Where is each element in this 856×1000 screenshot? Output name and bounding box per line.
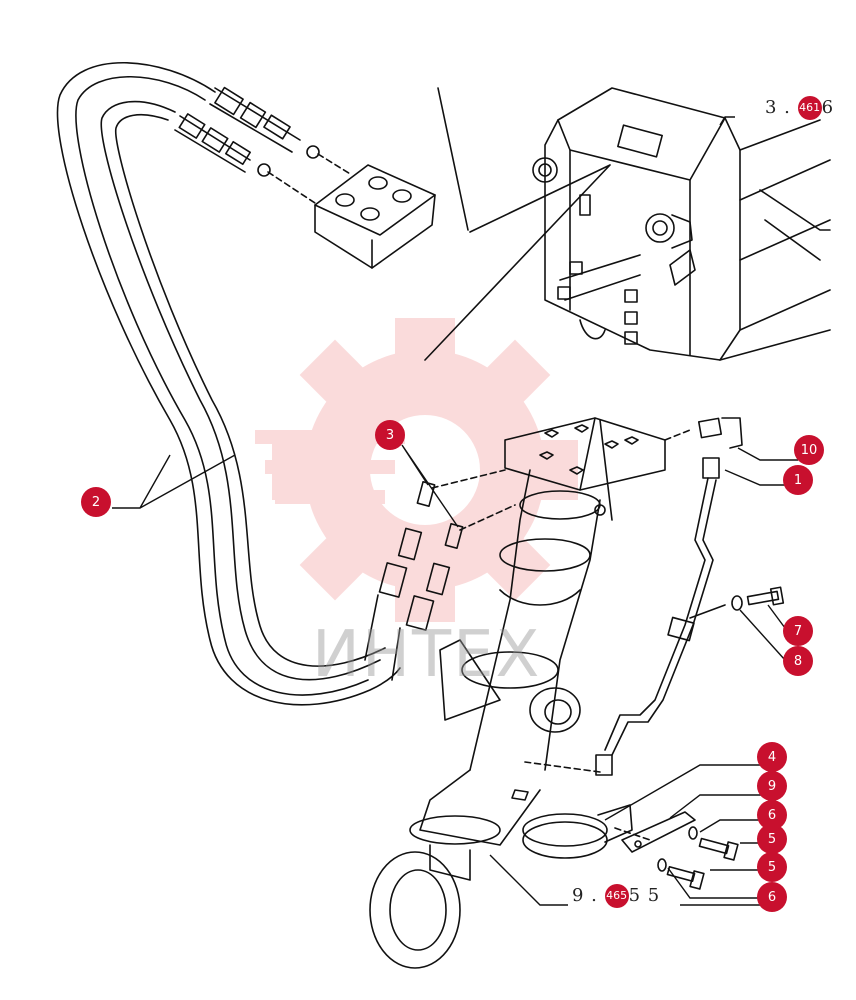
- watermark-gear-logo: [255, 318, 578, 622]
- reference-bottom-prefix: 9 .: [572, 885, 605, 906]
- callout-9: 9: [757, 771, 787, 801]
- callout-10: 10: [794, 435, 824, 465]
- callout-6a: 6: [757, 800, 787, 830]
- callout-8: 8: [783, 646, 813, 676]
- hydraulic-hose-pair: [56, 61, 401, 706]
- washer-6a: [688, 826, 698, 840]
- cylinder-bolts: [539, 424, 639, 475]
- callout-5b: 5: [757, 852, 787, 882]
- reference-bottom: 9 . 4655 5: [572, 884, 660, 908]
- washer-6b: [657, 858, 667, 872]
- callout-2: 2: [81, 487, 111, 517]
- callout-4: 4: [757, 742, 787, 772]
- steel-pipe: [595, 457, 726, 776]
- callout-leaders: [112, 116, 798, 906]
- valve-block-small: [314, 164, 436, 269]
- callout-7: 7: [783, 616, 813, 646]
- reference-bottom-suffix: 5 5: [628, 885, 661, 906]
- dashed-leader-adapters: [431, 469, 516, 531]
- callout-3: 3: [375, 420, 405, 450]
- callout-6b: 6: [757, 882, 787, 912]
- reference-top-suffix: 6: [821, 97, 835, 118]
- reference-top-badge: 461: [797, 96, 822, 120]
- tractor-frame-inset: [532, 87, 831, 361]
- hose-end-fittings-top: [174, 86, 320, 177]
- bolt-5a: [698, 837, 739, 861]
- clamp-bracket: [522, 804, 633, 859]
- dashed-leader-bolt: [614, 827, 651, 841]
- hydraulic-cylinder: [369, 417, 666, 969]
- reference-top: 3 . 4616: [765, 96, 834, 120]
- inset-leader-lines: [424, 87, 611, 361]
- watermark-text: ИНТЕХ: [312, 618, 542, 692]
- bolt-5b: [666, 865, 705, 890]
- washer-8: [731, 595, 743, 611]
- reference-top-prefix: 3 .: [765, 97, 798, 118]
- bolt-7: [746, 586, 785, 606]
- dashed-leader-pipe: [524, 429, 691, 773]
- dashed-leader-hose-to-block: [267, 153, 353, 206]
- callout-1: 1: [783, 465, 813, 495]
- elbow-fitting: [697, 417, 743, 449]
- spacer-plate: [621, 811, 696, 853]
- reference-bottom-badge: 465: [604, 884, 629, 908]
